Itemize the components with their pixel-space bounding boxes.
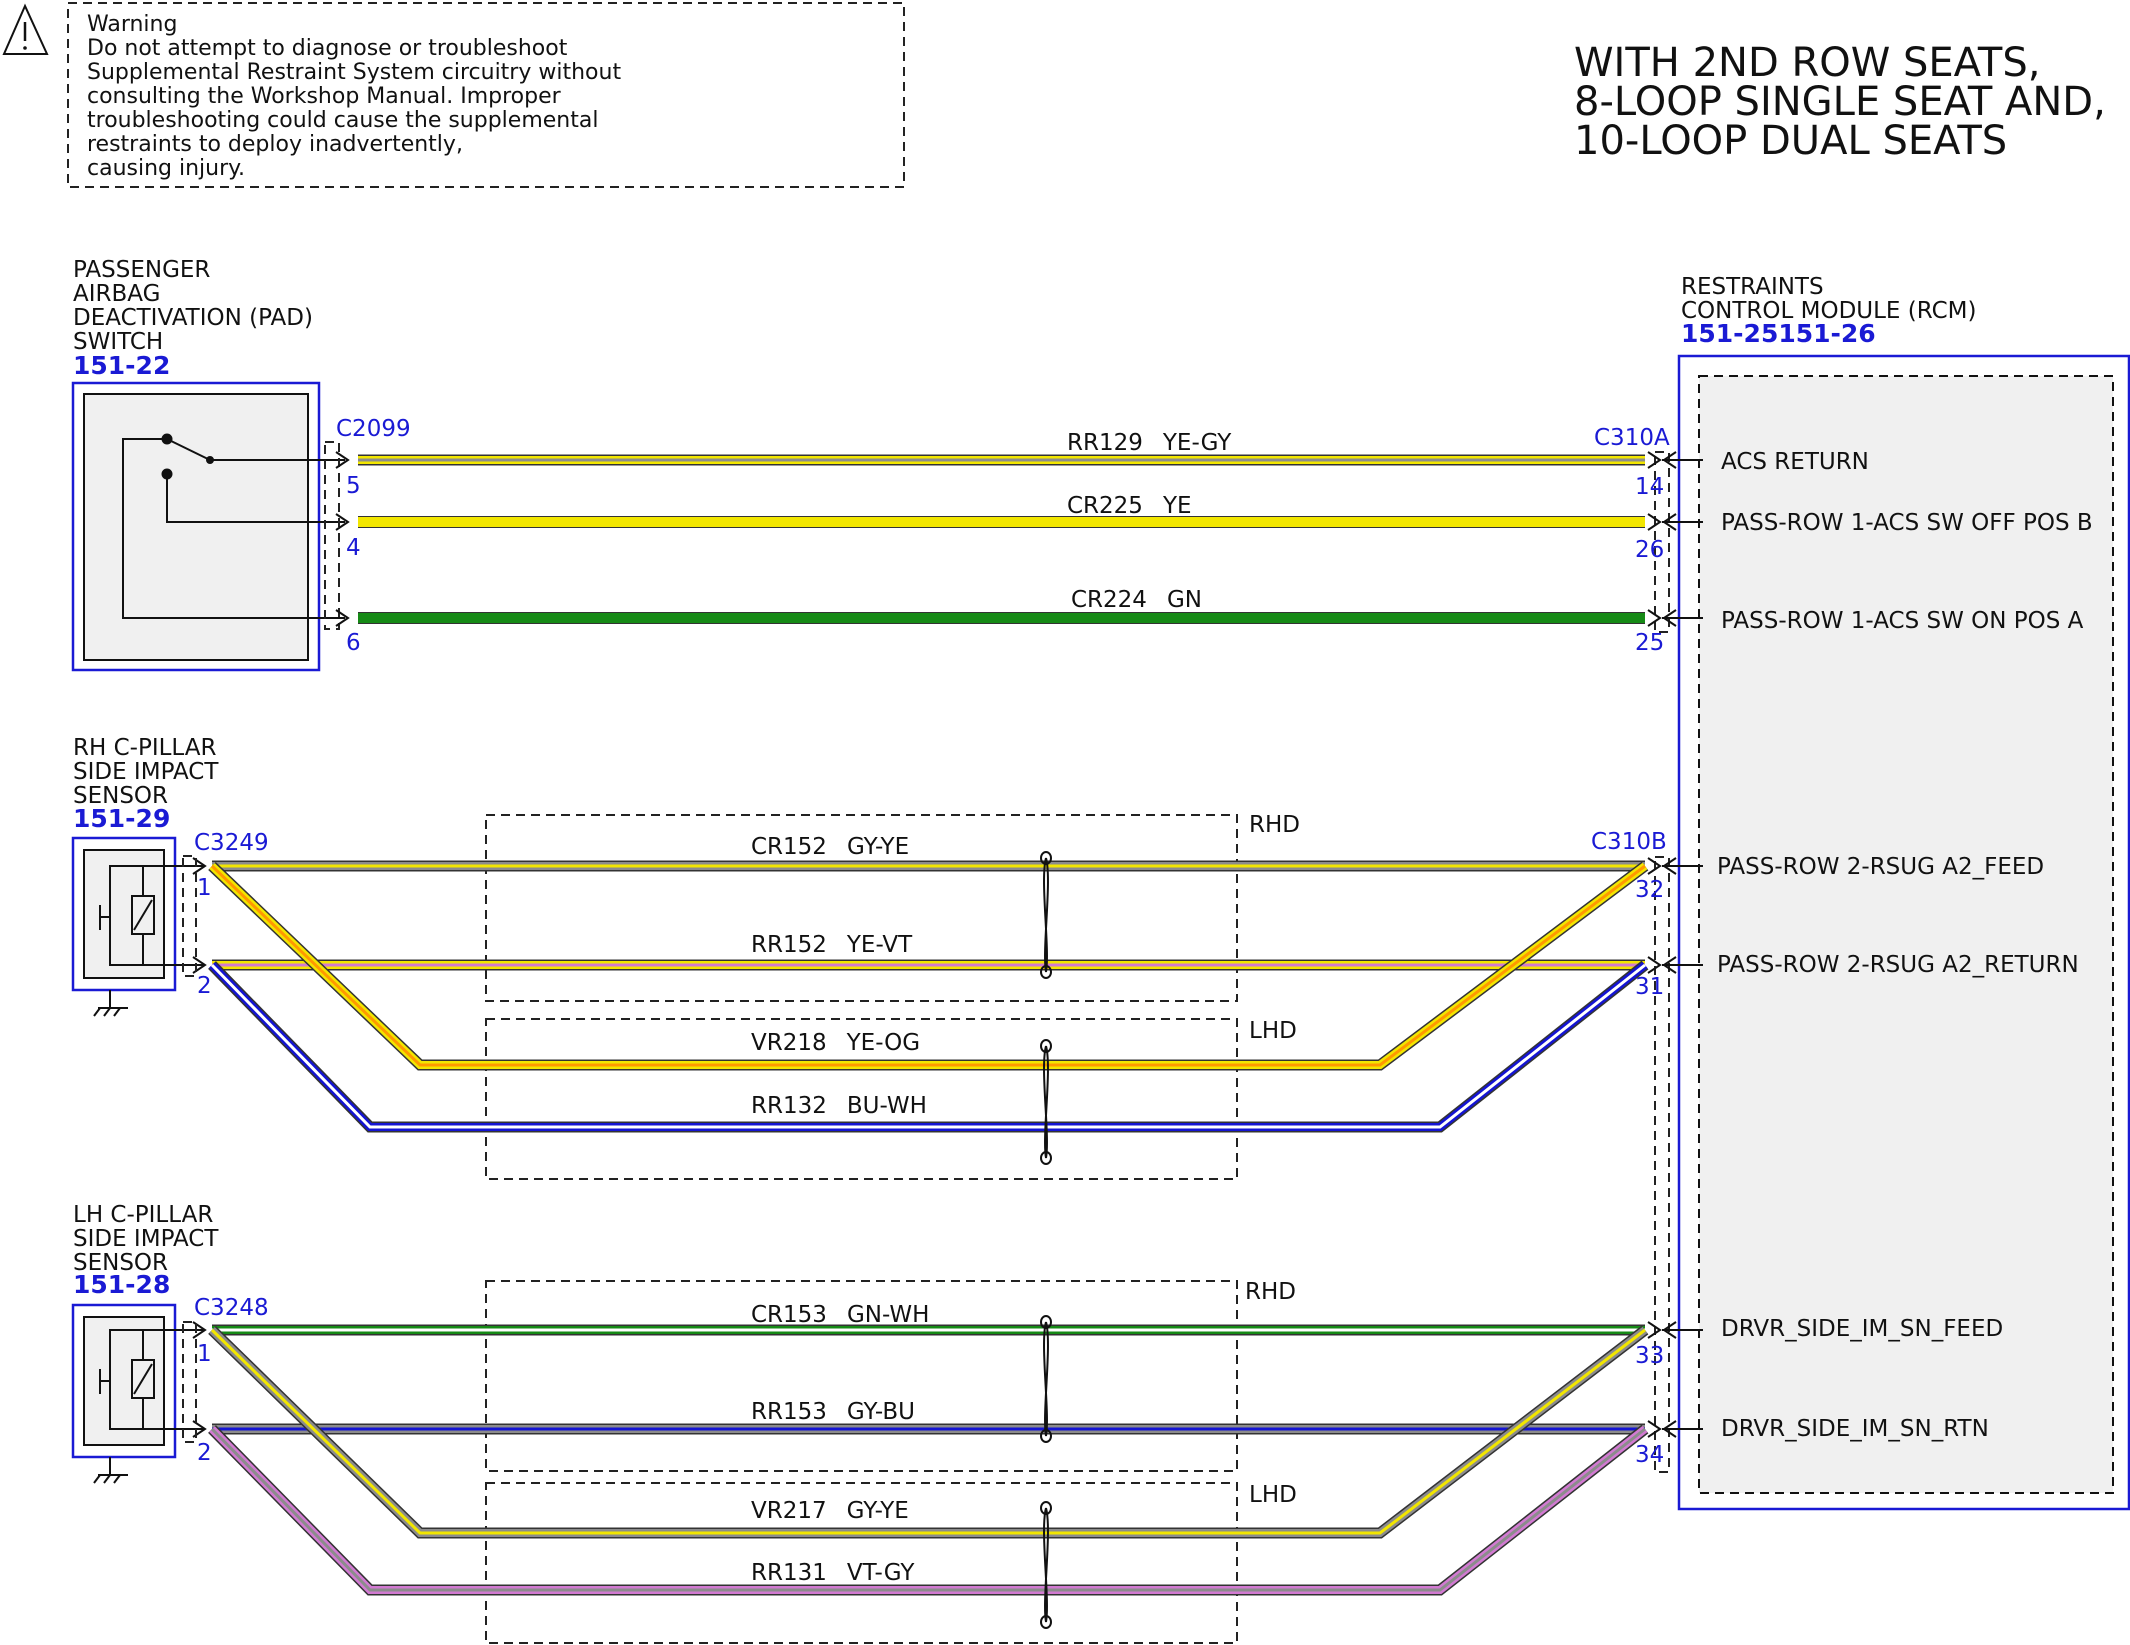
rcm-pin-stubs [1647, 451, 1703, 1438]
warning-icon [2, 3, 49, 55]
rcm-signal-acs-return: ACS RETURN [1721, 449, 1869, 475]
wire-vr217[interactable] [208, 1325, 1649, 1539]
lh-connector-dash [182, 1321, 197, 1443]
pad-pin-6: 6 [346, 630, 361, 656]
wire-core [209, 1425, 1648, 1594]
rh-pin-1: 1 [197, 875, 212, 901]
wire-rr132[interactable] [208, 960, 1649, 1133]
rcm-pin-26: 26 [1635, 537, 1664, 563]
rcm-outline [1677, 354, 2130, 1511]
rh-sensor-connector[interactable]: C3249 [194, 830, 269, 856]
rcm-connector-b[interactable]: C310B [1591, 829, 1667, 855]
pad-switch-body [83, 393, 309, 661]
lhd-label-1: LHD [1249, 1018, 1297, 1044]
wire-outline [208, 960, 1649, 1133]
rcm-signal-labels: ACS RETURN PASS-ROW 1-ACS SW OFF POS B P… [1717, 449, 2093, 1442]
rh-sensor-name: RH C-PILLAR SIDE IMPACT SENSOR [73, 735, 226, 809]
pad-switch-outline [71, 381, 321, 672]
rh-sensor-outline [71, 836, 177, 992]
pad-switch-symbol [122, 433, 345, 619]
rcm-signal-drvr-rtn: DRVR_SIDE_IM_SN_RTN [1721, 1416, 1989, 1442]
rcm-signal-acs-on: PASS-ROW 1-ACS SW ON POS A [1721, 608, 2084, 634]
wire-stripe [210, 864, 1646, 1067]
rh-sensor-ref[interactable]: 151-29 [73, 804, 170, 833]
rhd-region-1 [485, 814, 1238, 1002]
pad-pin-5: 5 [346, 473, 361, 499]
wire-outline [208, 1424, 1649, 1596]
rhd-label-1: RHD [1249, 812, 1300, 838]
lhd-label-2: LHD [1249, 1482, 1297, 1508]
wire-rr131[interactable] [208, 1424, 1649, 1596]
wire-stripe [210, 1328, 1646, 1535]
lh-sensor-ref[interactable]: 151-28 [73, 1270, 170, 1299]
pad-switch-name: PASSENGER AIRBAG DEACTIVATION (PAD) SWIT… [73, 257, 320, 355]
wires-layer [208, 454, 1649, 1596]
lhd-region-2 [485, 1482, 1238, 1644]
rcm-signal-rsug-feed: PASS-ROW 2-RSUG A2_FEED [1717, 854, 2044, 880]
wire-stripe [210, 1427, 1646, 1592]
lh-pin-2: 2 [197, 1440, 212, 1466]
rh-connector-dash [182, 855, 197, 977]
lh-sensor-connector[interactable]: C3248 [194, 1295, 269, 1321]
rcm-pin-32: 32 [1635, 877, 1664, 903]
rh-pin-2: 2 [197, 973, 212, 999]
lhd-region-1 [485, 1018, 1238, 1180]
pad-switch-ref[interactable]: 151-22 [73, 351, 170, 380]
lh-sensor-body [83, 1316, 165, 1446]
wire-core [209, 961, 1648, 1131]
pad-connector-label[interactable]: C2099 [336, 416, 411, 442]
rcm-connector-b-dash [1654, 856, 1670, 1473]
pad-connector-dash [324, 441, 340, 630]
rcm-pin-25: 25 [1635, 630, 1664, 656]
rcm-signal-drvr-feed: DRVR_SIDE_IM_SN_FEED [1721, 1316, 2003, 1342]
pad-pin-arrows [335, 451, 350, 627]
rcm-connector-a[interactable]: C310A [1594, 425, 1670, 451]
wire-stripe [210, 963, 1646, 1129]
twisted-pair-symbols [1040, 851, 1052, 1629]
rcm-pins: 14 26 25 32 31 33 34 [1635, 474, 1664, 1468]
lh-sensor-symbol [93, 1321, 207, 1484]
rcm-pin-34: 34 [1635, 1442, 1664, 1468]
rcm-signal-acs-off: PASS-ROW 1-ACS SW OFF POS B [1721, 510, 2093, 536]
rcm-pin-33: 33 [1635, 1343, 1664, 1369]
pad-pin-4: 4 [346, 535, 361, 561]
rcm-pin-14: 14 [1635, 474, 1664, 500]
rh-sensor-body [83, 849, 165, 979]
rcm-name: RESTRAINTS CONTROL MODULE (RCM) [1681, 274, 1976, 324]
lh-sensor-name: LH C-PILLAR SIDE IMPACT SENSOR [73, 1202, 226, 1276]
wire-vr218[interactable] [208, 861, 1649, 1071]
warning-text: Warning Do not attempt to diagnose or tr… [87, 12, 628, 181]
lh-pin-1: 1 [197, 1341, 212, 1367]
rhd-region-2 [485, 1280, 1238, 1472]
rcm-pin-31: 31 [1635, 974, 1664, 1000]
lh-sensor-outline [71, 1303, 177, 1459]
rcm-connector-a-dash [1654, 451, 1670, 633]
rhd-label-2: RHD [1245, 1279, 1296, 1305]
rcm-signal-rsug-return: PASS-ROW 2-RSUG A2_RETURN [1717, 952, 2079, 978]
rcm-body [1698, 375, 2114, 1494]
rcm-ref[interactable]: 151-25151-26 [1681, 319, 1876, 348]
page-title: WITH 2ND ROW SEATS, 8-LOOP SINGLE SEAT A… [1574, 40, 2119, 164]
